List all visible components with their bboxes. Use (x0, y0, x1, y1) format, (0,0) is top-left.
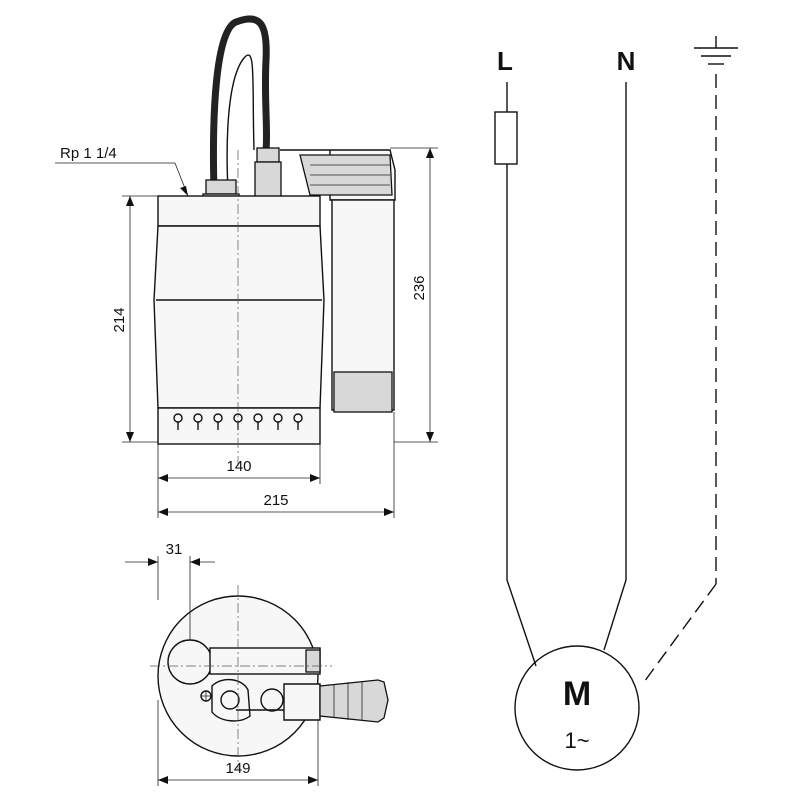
strainer-holes (173, 413, 303, 430)
motor-symbol (514, 645, 640, 771)
pump-side-view (153, 15, 396, 468)
width-body-label: 140 (226, 458, 251, 475)
pump-top-view (150, 585, 389, 770)
fuse-symbol (494, 111, 518, 165)
offset-top-label: 31 (166, 541, 183, 558)
thread-label: Rp 1 1/4 (60, 145, 117, 162)
width-total-label: 215 (263, 492, 288, 509)
ground-icon (694, 36, 738, 65)
wiring-diagram: L N M 1~ (494, 36, 738, 771)
width-bottom-label: 149 (225, 760, 250, 777)
side-dimensions: Rp 1 1/4 214 236 140 215 (55, 145, 438, 518)
motor-label: M (563, 675, 591, 713)
line-label: L (497, 46, 513, 76)
neutral-label: N (617, 46, 636, 76)
power-cable (209, 15, 271, 191)
top-dimensions: 31 149 (125, 541, 319, 786)
height-right-label: 236 (411, 275, 428, 300)
motor-phase-label: 1~ (564, 728, 589, 753)
height-left-label: 214 (111, 307, 128, 332)
